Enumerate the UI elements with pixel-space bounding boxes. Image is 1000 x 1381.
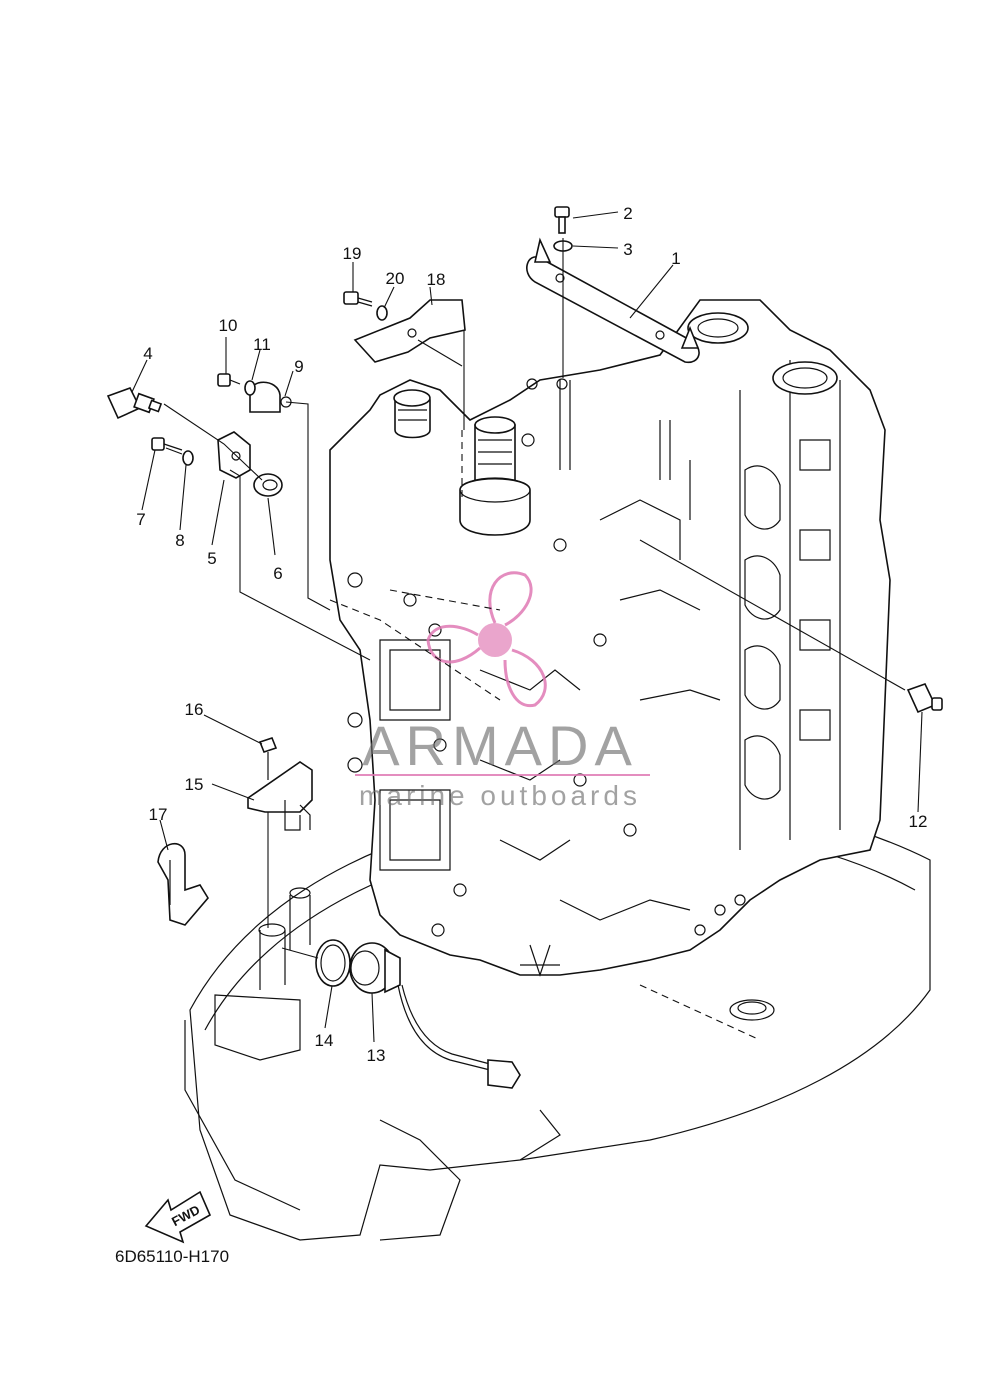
callout-20: 20 (386, 269, 405, 288)
callout-19: 19 (343, 244, 362, 263)
part-6-grommet[interactable] (253, 473, 283, 497)
callout-9: 9 (294, 357, 303, 376)
part-15-holder[interactable] (247, 761, 313, 831)
fwd-arrow-icon: FWD (144, 1190, 212, 1244)
callout-4: 4 (143, 344, 152, 363)
leader-lines (131, 211, 923, 1043)
part-8-washer[interactable] (182, 450, 194, 466)
callout-1: 1 (671, 249, 680, 268)
part-5-bracket[interactable] (217, 431, 251, 479)
part-12-sender[interactable] (906, 683, 943, 714)
part-9-clamp[interactable] (249, 381, 292, 413)
callout-6: 6 (273, 564, 282, 583)
callout-12: 12 (909, 812, 928, 831)
watermark-propeller-logo (426, 571, 547, 708)
part-14-o-ring[interactable] (315, 939, 351, 987)
callout-11: 11 (253, 335, 271, 354)
callout-10: 10 (219, 316, 238, 335)
callout-2: 2 (623, 204, 632, 223)
part-17-clip[interactable] (157, 842, 209, 926)
watermark-tagline: marine outboards (359, 780, 641, 811)
callout-16: 16 (185, 700, 204, 719)
part-2-bolt[interactable] (554, 206, 570, 234)
part-11-washer[interactable] (244, 380, 256, 396)
callout-7: 7 (136, 510, 145, 529)
callout-14: 14 (315, 1031, 334, 1050)
part-4-sensor[interactable] (106, 387, 163, 420)
part-20-washer[interactable] (376, 305, 388, 321)
callout-13: 13 (367, 1046, 386, 1065)
engine-power-head (329, 299, 891, 977)
callout-18: 18 (427, 270, 446, 289)
part-7-bolt[interactable] (151, 437, 183, 455)
part-18-bracket[interactable] (353, 299, 466, 363)
callout-8: 8 (175, 531, 184, 550)
part-13-connector[interactable] (349, 942, 521, 1089)
watermark: ARMADA marine outboards (355, 571, 650, 811)
callout-15: 15 (185, 775, 204, 794)
watermark-brand: ARMADA (362, 714, 638, 777)
part-19-bolt[interactable] (343, 291, 373, 307)
part-10-bolt[interactable] (217, 373, 241, 387)
callout-17: 17 (149, 805, 168, 824)
diagram-code: 6D65110-H170 (115, 1247, 229, 1266)
callout-labels: 1 2 3 4 5 6 7 8 9 10 11 12 13 14 15 16 1… (136, 204, 927, 1065)
callout-3: 3 (623, 240, 632, 259)
part-16-screw[interactable] (258, 737, 278, 780)
callout-5: 5 (207, 549, 216, 568)
part-1-stay-bar[interactable] (526, 237, 700, 364)
